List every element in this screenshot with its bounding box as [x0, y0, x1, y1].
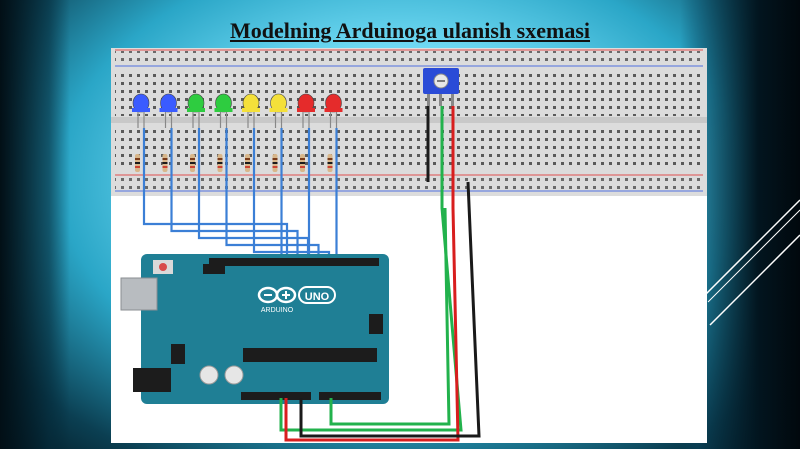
slide-title: Modelning Arduinoga ulanish sxemasi — [229, 18, 591, 43]
arduino-logo: UNO ARDUINO — [257, 286, 336, 314]
led-base-3 — [187, 108, 205, 112]
breadboard — [111, 48, 707, 196]
capacitor-1 — [199, 365, 219, 385]
led-base-2 — [159, 108, 178, 112]
signal-wire-2 — [170, 128, 299, 262]
capacitor-2 — [224, 365, 244, 385]
digital-header — [209, 258, 379, 266]
signal-wire-1 — [142, 128, 289, 262]
board-brand-label: ARDUINO — [261, 307, 294, 314]
led-base-7 — [297, 108, 315, 112]
led-group — [132, 93, 343, 172]
led-base-4 — [214, 108, 233, 112]
arduino-pcb — [141, 254, 389, 404]
circuit-svg: UNO ARDUINO — [111, 48, 707, 442]
usb-port — [120, 277, 158, 311]
microcontroller-chip — [243, 348, 377, 362]
potentiometer-wires — [279, 106, 481, 442]
board-model-label: UNO — [305, 291, 330, 303]
led-base-1 — [132, 108, 150, 112]
analog-wire — [329, 207, 451, 426]
analog-header — [319, 392, 381, 400]
left-background-shade — [0, 0, 70, 449]
led-base-8 — [324, 108, 343, 112]
circuit-diagram: UNO ARDUINO — [111, 48, 707, 443]
power-jack — [133, 368, 171, 392]
pot-ground-wire — [299, 181, 481, 438]
led-base-5 — [242, 108, 260, 112]
potentiometer — [423, 68, 459, 106]
signal-wire-4 — [225, 128, 320, 262]
arduino-board: UNO ARDUINO — [120, 254, 389, 404]
decorative-lines — [699, 199, 800, 326]
pot-power-wire — [284, 106, 460, 442]
led-base-6 — [269, 108, 288, 112]
power-header — [241, 392, 311, 400]
pot-signal-wire — [279, 106, 463, 432]
